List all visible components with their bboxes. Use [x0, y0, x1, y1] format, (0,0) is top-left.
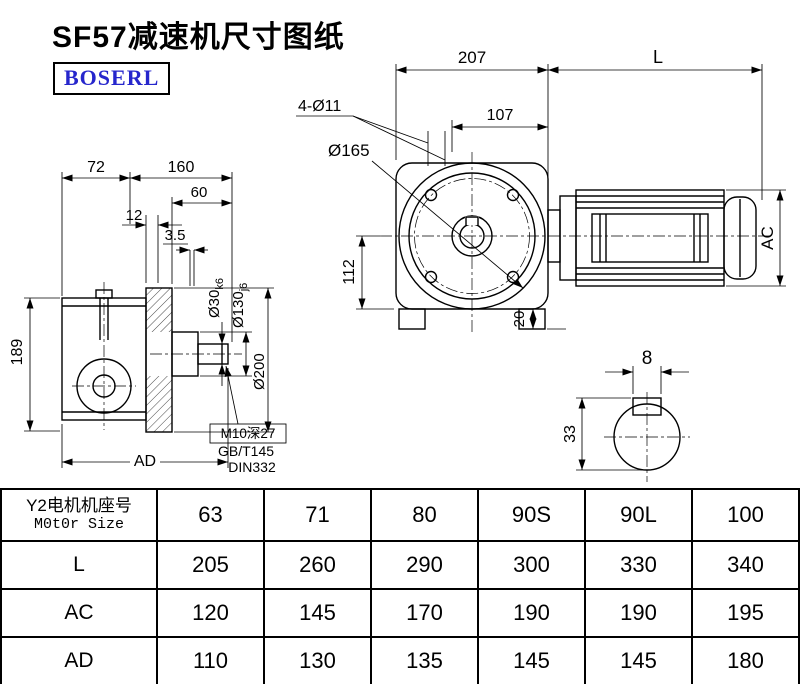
dim-label-12: 12 — [126, 207, 143, 224]
flange-hatch-bottom — [146, 376, 172, 432]
note-gb-standard: GB/T145 — [218, 443, 274, 459]
note-tapped-hole: M10深27 — [221, 426, 276, 441]
dim-label-107: 107 — [487, 107, 514, 124]
motor-size-value: 63 — [156, 488, 265, 542]
dim-label-bolt-holes: 4-Ø11 — [298, 98, 341, 115]
motor-size-value: 80 — [370, 488, 479, 542]
side-view: 72 160 60 12 3.5 189 Ø30k6 Ø130j6 Ø200 A… — [9, 159, 287, 475]
flange-hatch-top — [146, 288, 172, 332]
value-L: 260 — [263, 540, 372, 590]
front-view-dimensions — [296, 64, 786, 330]
value-AD: 145 — [584, 636, 693, 684]
dim-label-motor-length: L — [653, 47, 663, 67]
shaft-dia-tolerance: k6 — [214, 278, 226, 290]
side-view-labels: 72 160 60 12 3.5 189 Ø30k6 Ø130j6 Ø200 A… — [9, 159, 276, 475]
front-view-outline — [395, 162, 757, 330]
page-title: SF57减速机尺寸图纸 — [52, 21, 345, 54]
value-AC: 190 — [477, 588, 586, 638]
table-row-L: L 205 260 290 300 330 340 — [0, 540, 800, 590]
motor-size-value: 71 — [263, 488, 372, 542]
motor-size-header: Y2电机机座号 M0t0r Size — [0, 488, 158, 542]
value-L: 330 — [584, 540, 693, 590]
value-AC: 120 — [156, 588, 265, 638]
bore-keyway-mask — [465, 216, 479, 225]
bore-keyway — [465, 216, 479, 225]
dim-label-flange-dia: Ø165 — [328, 141, 370, 160]
table-row-AC: AC 120 145 170 190 190 195 — [0, 588, 800, 638]
dim-label-ac: AC — [758, 226, 777, 250]
value-AC: 145 — [263, 588, 372, 638]
value-AD: 135 — [370, 636, 479, 684]
shaft-dia-value: Ø30 — [206, 290, 223, 318]
value-L: 340 — [691, 540, 800, 590]
value-AC: 190 — [584, 588, 693, 638]
shaft-section-centerlines — [604, 392, 690, 482]
row-label-AC: AC — [0, 588, 158, 638]
shaft-section-dimensions — [576, 366, 689, 471]
dim-label-72: 72 — [87, 159, 105, 176]
dim-label-112: 112 — [341, 259, 358, 285]
brand-logo: BOSERL — [53, 62, 171, 95]
shaft-section-labels: 8 33 — [562, 348, 652, 443]
dim-label-207: 207 — [458, 48, 486, 67]
dim-label-33: 33 — [562, 425, 579, 443]
dim-label-key-width: 8 — [642, 348, 653, 369]
dim-label-spigot-dia: Ø130j6 — [230, 283, 250, 328]
table-row-motor-size: Y2电机机座号 M0t0r Size 63 71 80 90S 90L 100 — [0, 488, 800, 542]
ad-label-mask — [130, 452, 160, 466]
motor-size-value: 90L — [584, 488, 693, 542]
dim-label-foot-20: 20 — [511, 311, 528, 328]
value-AC: 195 — [691, 588, 800, 638]
value-AC: 170 — [370, 588, 479, 638]
motor-size-value: 90S — [477, 488, 586, 542]
dim-label-160: 160 — [168, 159, 195, 176]
value-AD: 110 — [156, 636, 265, 684]
dim-label-flange-od: Ø200 — [251, 353, 268, 390]
value-AD: 145 — [477, 636, 586, 684]
side-view-outline — [61, 287, 229, 433]
dim-label-shaft-dia: Ø30k6 — [206, 278, 226, 318]
brand-text: BOSERL — [64, 65, 160, 90]
motor-size-label-cn: Y2电机机座号 — [26, 496, 132, 515]
note-din-standard: DIN332 — [228, 459, 276, 475]
motor-size-label-en: M0t0r Size — [33, 516, 124, 534]
value-L: 290 — [370, 540, 479, 590]
front-view-labels: 207 L 4-Ø11 107 Ø165 112 20 AC — [298, 47, 777, 327]
spigot-dia-value: Ø130 — [230, 291, 247, 328]
front-view: 207 L 4-Ø11 107 Ø165 112 20 AC — [296, 47, 786, 332]
dim-label-60: 60 — [191, 184, 208, 201]
value-L: 205 — [156, 540, 265, 590]
dim-label-189: 189 — [9, 339, 26, 366]
shaft-section: 8 33 — [562, 348, 690, 482]
value-AD: 130 — [263, 636, 372, 684]
dimension-table: Y2电机机座号 M0t0r Size 63 71 80 90S 90L 100 … — [0, 488, 800, 684]
side-view-dimensions — [24, 172, 287, 468]
table-row-AD: AD 110 130 135 145 145 180 — [0, 636, 800, 684]
value-L: 300 — [477, 540, 586, 590]
shaft-circle — [613, 403, 681, 471]
dim-label-ad: AD — [134, 453, 156, 470]
row-label-L: L — [0, 540, 158, 590]
spigot-dia-tolerance: j6 — [238, 283, 250, 293]
technical-drawing: 72 160 60 12 3.5 189 Ø30k6 Ø130j6 Ø200 A… — [9, 47, 786, 482]
row-label-AD: AD — [0, 636, 158, 684]
motor-size-value: 100 — [691, 488, 800, 542]
key-section — [632, 397, 662, 416]
value-AD: 180 — [691, 636, 800, 684]
front-view-centerlines — [380, 152, 770, 332]
dim-label-3-5: 3.5 — [165, 227, 186, 244]
